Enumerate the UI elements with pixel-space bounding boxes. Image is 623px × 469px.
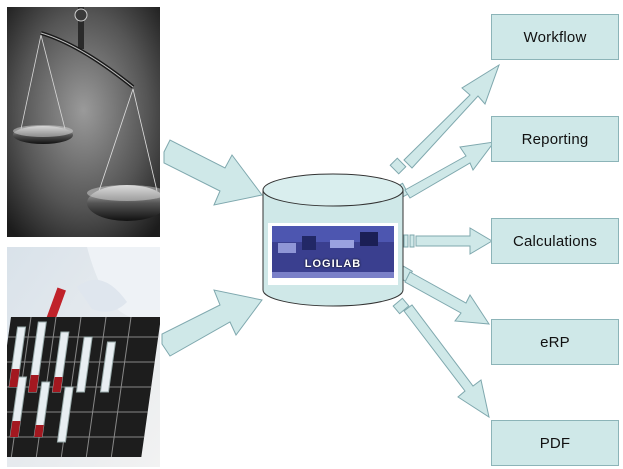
- arrow-in-top: [163, 139, 263, 206]
- balance-scales-image: [7, 7, 160, 237]
- arrow-out-reporting: [393, 141, 496, 200]
- erp-box: eRP: [491, 319, 619, 365]
- workflow-box: Workflow: [491, 14, 619, 60]
- arrow-out-workflow: [389, 63, 500, 175]
- arrow-in-bottom: [161, 289, 263, 357]
- arrow-out-pdf: [392, 297, 490, 419]
- lab-test-tube-rack-image: [7, 247, 160, 467]
- logilab-logo-text: LOGILAB: [304, 258, 362, 270]
- pdf-box: PDF: [491, 420, 619, 466]
- calculations-box: Calculations: [491, 218, 619, 264]
- logilab-logo: [268, 223, 398, 285]
- reporting-box: Reporting: [491, 116, 619, 162]
- arrow-out-calculations: [397, 227, 493, 255]
